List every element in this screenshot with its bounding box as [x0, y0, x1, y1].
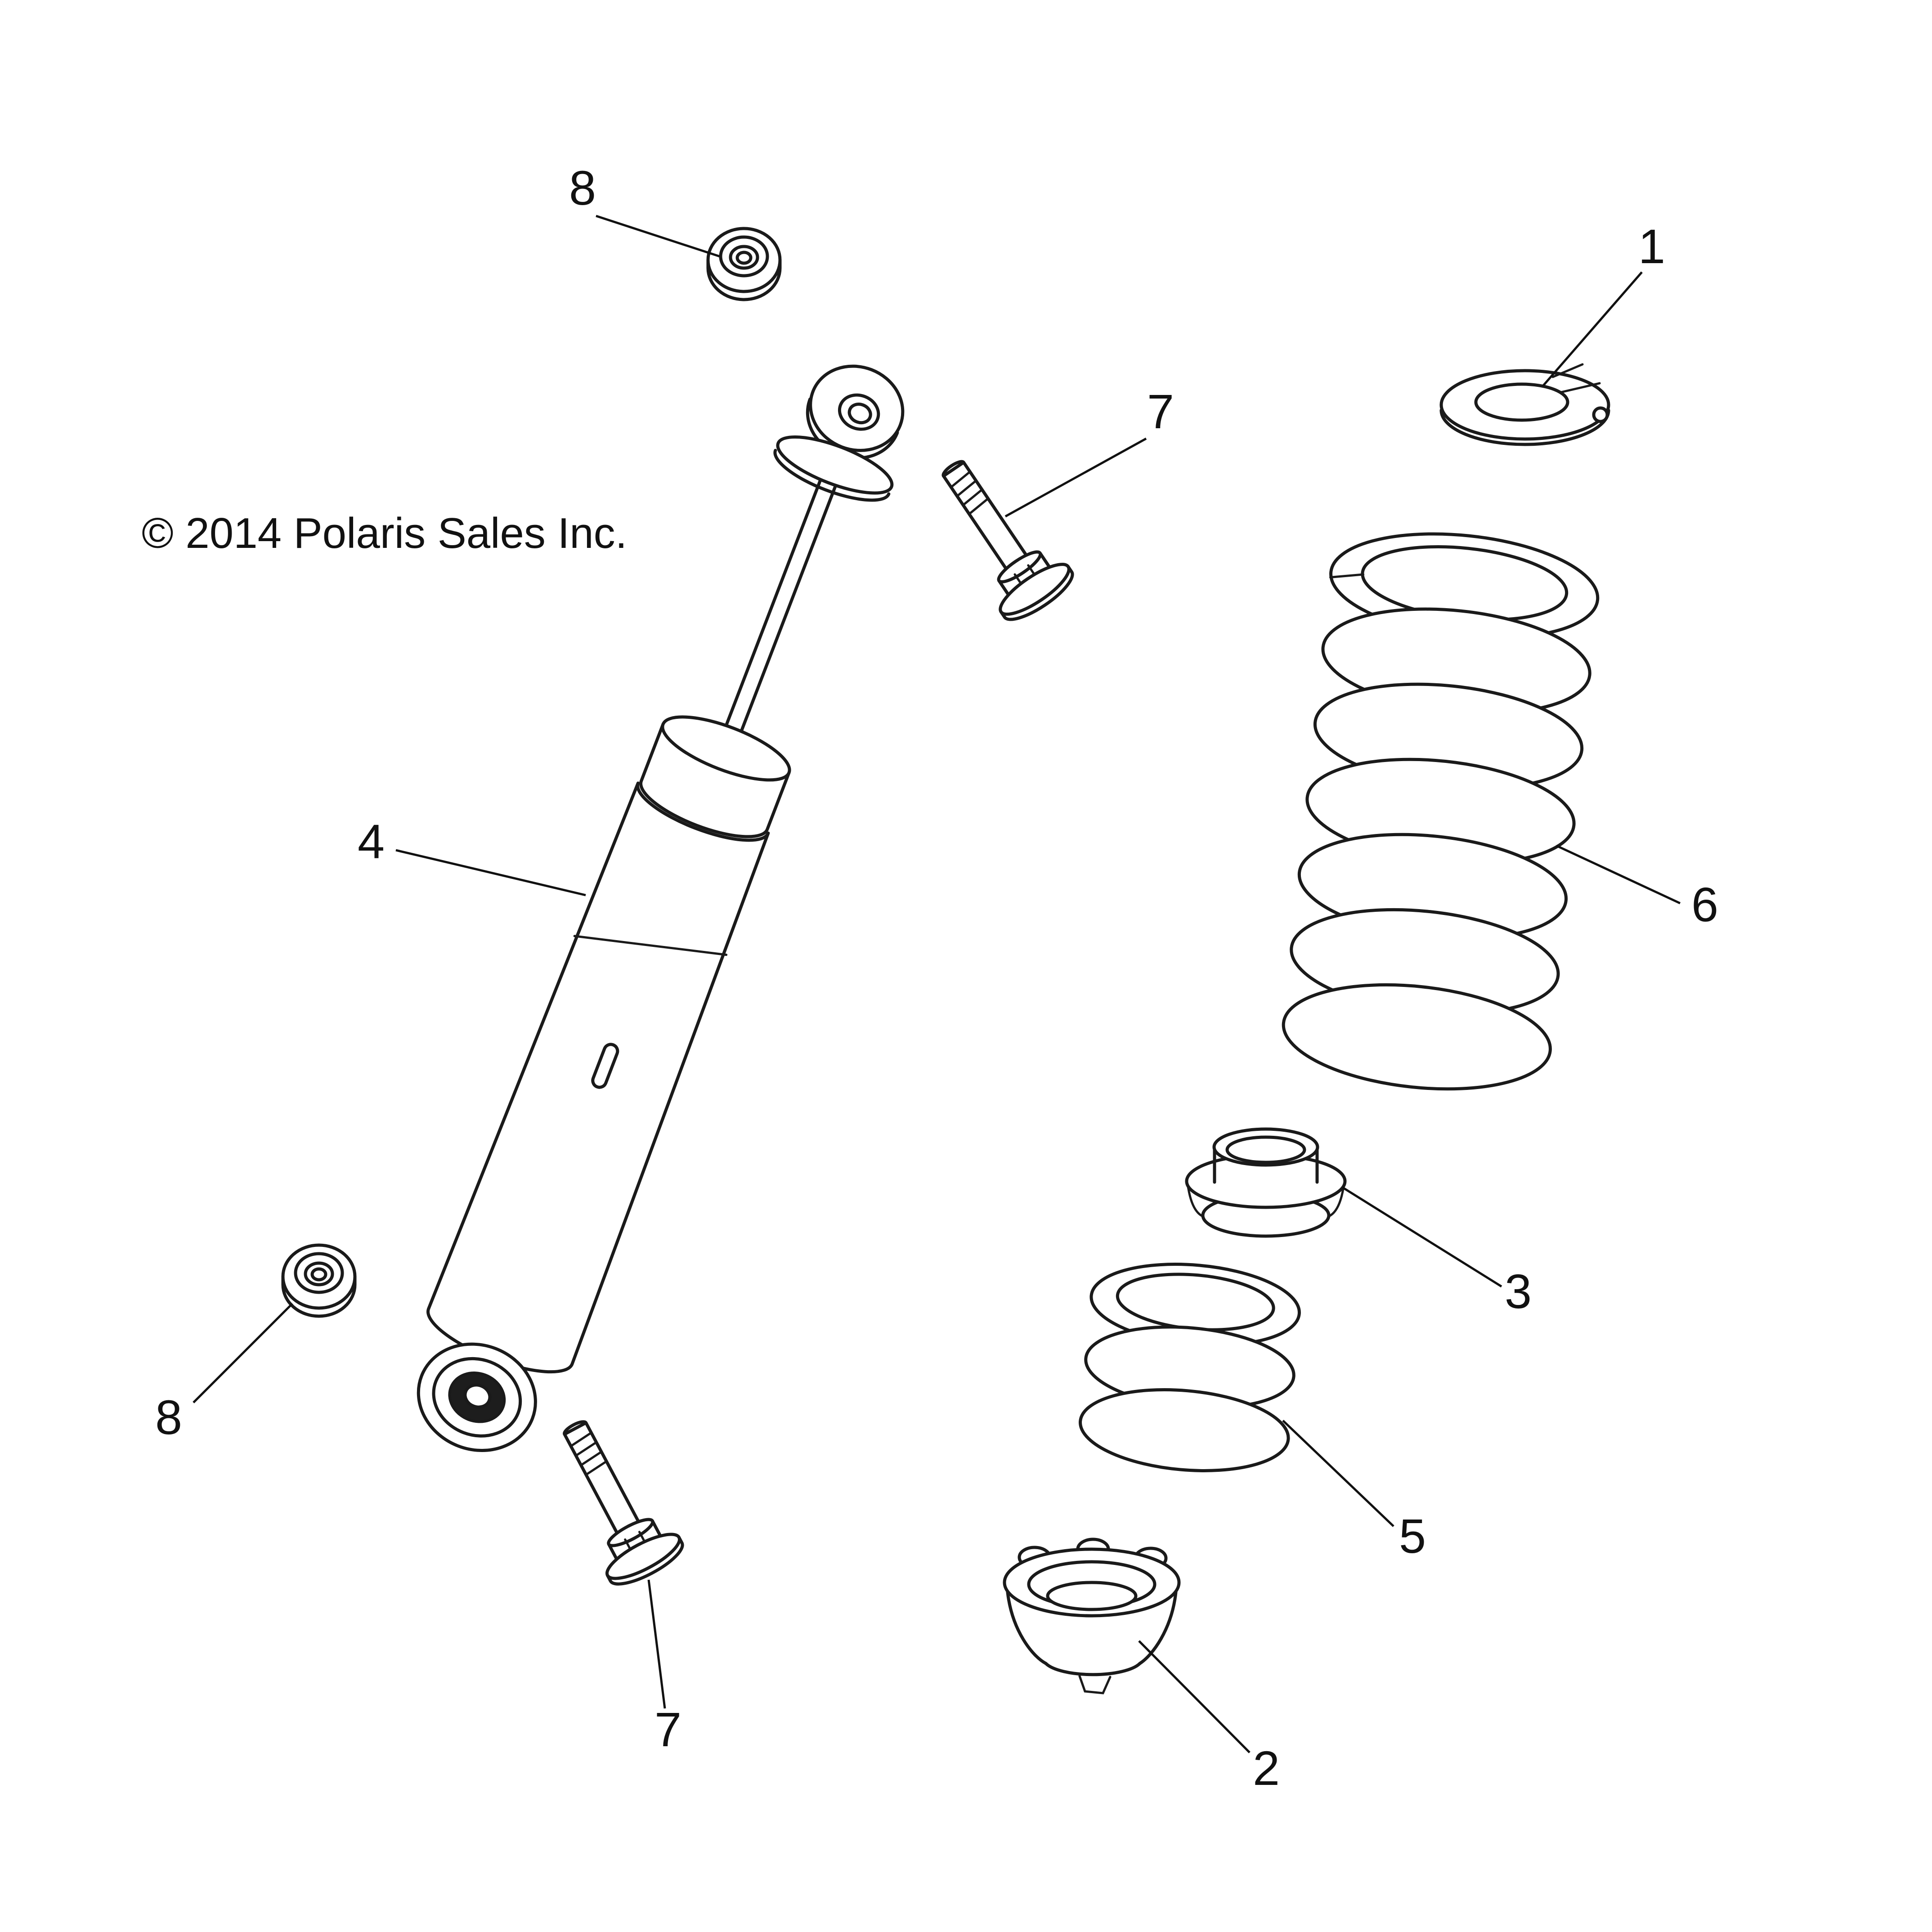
upper-spring-retainer-part	[1439, 363, 1610, 446]
callout-1: 1	[1638, 219, 1665, 273]
shock-body-slot	[591, 1043, 619, 1089]
shock-absorber-part	[417, 364, 905, 1452]
leader-line-3	[1342, 1186, 1502, 1288]
copyright-text: © 2014 Polaris Sales Inc.	[142, 509, 627, 557]
callout-2: 2	[1253, 1741, 1280, 1795]
callout-8-lower: 8	[155, 1390, 182, 1444]
leader-line-5	[1282, 1420, 1394, 1527]
spring-spacer-part	[1185, 1127, 1347, 1238]
leader-line-1	[1542, 271, 1643, 387]
shock-rod-washer	[776, 435, 894, 495]
flange-nut-lower-part	[283, 1245, 355, 1316]
leader-line-7-lower	[647, 1579, 666, 1709]
callout-7-upper: 7	[1147, 384, 1174, 439]
leader-line-8-upper	[596, 215, 720, 258]
leader-line-2	[1138, 1640, 1251, 1753]
flange-bolt-lower-part	[538, 1406, 688, 1592]
callout-5: 5	[1399, 1509, 1426, 1563]
lower-spring-part	[1079, 1263, 1301, 1472]
callout-4: 4	[358, 814, 385, 869]
shock-top-cap	[639, 722, 791, 838]
leader-line-6	[1555, 844, 1681, 905]
callout-6: 6	[1691, 877, 1718, 932]
leader-line-8-lower	[193, 1303, 293, 1403]
leader-line-4	[395, 849, 586, 897]
flange-nut-upper-part	[708, 229, 780, 300]
callout-3: 3	[1505, 1264, 1532, 1318]
shock-rod	[717, 456, 846, 751]
main-spring-part	[1282, 532, 1600, 1091]
lower-spring-retainer-part	[1003, 1538, 1181, 1694]
flange-bolt-upper-part	[918, 443, 1079, 628]
callout-8-upper: 8	[569, 161, 596, 215]
callout-7-lower: 7	[654, 1702, 681, 1757]
leader-line-7-upper	[1004, 437, 1147, 518]
